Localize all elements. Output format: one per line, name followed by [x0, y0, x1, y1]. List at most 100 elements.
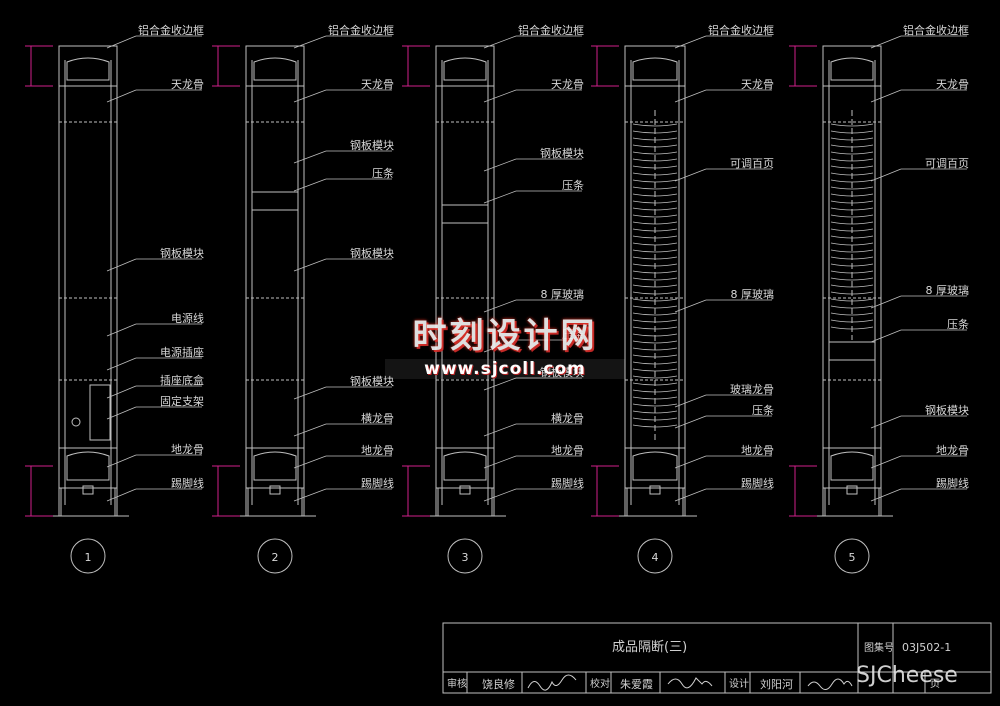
section-5-label-1: 铝合金收边框 [870, 23, 969, 49]
section-3-label-4: 压条 [483, 178, 584, 204]
section-1-label-text-7: 固定支架 [160, 394, 204, 408]
atlas-number: 03J502-1 [902, 641, 951, 654]
section-1-label-6: 插座底盒 [106, 373, 204, 399]
section-5-label-3: 可调百页 [870, 157, 969, 182]
section-3-label-5: 8 厚玻璃 [483, 287, 585, 313]
section-2-label-8: 地龙骨 [293, 444, 394, 469]
section-3-label-6: 压条 [483, 327, 584, 353]
section-2-label-4: 压条 [293, 166, 394, 192]
section-4-label-text-5: 玻璃龙骨 [730, 382, 774, 396]
check-name: 朱爱霞 [620, 678, 653, 691]
check-signature [667, 677, 713, 689]
section-1-label-text-3: 钢板模块 [160, 246, 204, 260]
section-2-label-3: 钢板模块 [293, 138, 394, 164]
section-1-circle [70, 538, 106, 574]
section-1-label-2: 天龙骨 [106, 78, 204, 103]
section-1-label-1: 铝合金收边框 [106, 23, 204, 49]
section-3-label-7: 钢板模块 [483, 365, 584, 391]
section-1-drawing: 1 [25, 45, 129, 574]
design-name: 刘阳河 [760, 678, 793, 691]
section-2-label-text-6: 钢板模块 [350, 374, 394, 388]
section-3-label-text-6: 压条 [562, 327, 584, 341]
section-2-label-9: 踢脚线 [293, 476, 394, 502]
section-2-label-text-4: 压条 [372, 166, 394, 180]
sheet-title: 成品隔断(三) [612, 640, 687, 655]
section-4-label-5: 玻璃龙骨 [674, 382, 774, 408]
watermark-url: www.sjcoll.com [385, 359, 625, 379]
section-1-label-text-4: 电源线 [171, 311, 204, 325]
section-2-label-6: 钢板模块 [293, 374, 394, 400]
section-2-label-text-7: 横龙骨 [361, 411, 394, 425]
section-1-label-3: 钢板模块 [106, 246, 204, 272]
section-5-label-text-8: 踢脚线 [936, 476, 969, 490]
section-2-label-text-5: 钢板模块 [350, 246, 394, 260]
title-block: 成品隔断(三) 图集号 03J502-1 审核 饶良修 校对 朱爱霞 设计 刘阳… [442, 622, 992, 694]
section-5-label-text-7: 地龙骨 [936, 444, 969, 457]
section-1-label-8: 地龙骨 [106, 443, 204, 468]
section-4-label-2: 天龙骨 [674, 78, 774, 103]
section-2-label-5: 钢板模块 [293, 246, 394, 272]
section-5-label-text-1: 铝合金收边框 [903, 23, 969, 37]
section-5-label-text-2: 天龙骨 [936, 78, 969, 91]
section-1-label-7: 固定支架 [106, 394, 204, 420]
section-5-label-text-5: 压条 [947, 317, 969, 331]
section-5-label-7: 地龙骨 [870, 444, 969, 469]
section-4-label-text-8: 踢脚线 [741, 476, 774, 490]
section-5-label-text-6: 钢板模块 [925, 403, 969, 417]
section-1-label-text-1: 铝合金收边框 [138, 23, 204, 37]
section-1-label-text-2: 天龙骨 [171, 78, 204, 91]
section-2-label-1: 铝合金收边框 [293, 23, 394, 49]
watermark-text: 时刻设计网 [412, 316, 598, 356]
section-5-number: 5 [849, 551, 856, 564]
section-4-label-text-3: 可调百页 [730, 157, 774, 170]
section-4-label-text-4: 8 厚玻璃 [731, 287, 775, 301]
design-signature [807, 678, 853, 690]
section-1-label-text-5: 电源插座 [160, 345, 204, 359]
section-4-drawing: 4 [591, 45, 697, 574]
section-5-drawing: 5 [789, 45, 893, 574]
section-3-label-text-2: 天龙骨 [551, 78, 584, 91]
section-3-label-text-7: 钢板模块 [540, 365, 584, 379]
atlas-label: 图集号 [864, 641, 894, 654]
section-5-label-4: 8 厚玻璃 [870, 283, 969, 309]
section-5-label-8: 踢脚线 [870, 476, 969, 502]
section-4-label-4: 8 厚玻璃 [674, 287, 775, 313]
section-3-label-text-4: 压条 [562, 178, 584, 192]
section-3-label-2: 天龙骨 [483, 78, 584, 103]
section-3-circle [447, 538, 483, 574]
section-2-label-text-1: 铝合金收边框 [328, 23, 394, 37]
section-4-number: 4 [652, 551, 659, 564]
section-1-number: 1 [85, 551, 92, 564]
section-4-label-text-7: 地龙骨 [741, 444, 774, 457]
section-4-label-8: 踢脚线 [674, 476, 774, 502]
section-5-label-2: 天龙骨 [870, 78, 969, 103]
section-3-label-text-9: 地龙骨 [551, 444, 584, 457]
section-4-label-7: 地龙骨 [674, 444, 774, 469]
brand-logo: SJCheese [856, 663, 958, 688]
section-3-label-text-5: 8 厚玻璃 [541, 287, 585, 301]
section-1-label-4: 电源线 [106, 311, 204, 337]
section-1-label-text-9: 踢脚线 [171, 476, 204, 490]
section-1-label-5: 电源插座 [106, 345, 204, 371]
section-4-label-text-6: 压条 [752, 403, 774, 417]
section-3-label-text-3: 钢板模块 [540, 146, 584, 160]
review-name: 饶良修 [482, 677, 515, 691]
section-2-drawing: 2 [212, 45, 316, 574]
section-2-circle [257, 538, 293, 574]
section-2-label-text-3: 钢板模块 [350, 138, 394, 152]
section-2-label-text-2: 天龙骨 [361, 78, 394, 91]
section-1-label-text-8: 地龙骨 [171, 443, 204, 456]
section-3-label-text-8: 横龙骨 [551, 411, 584, 425]
section-3-label-3: 钢板模块 [483, 146, 584, 172]
section-2-label-7: 横龙骨 [293, 411, 394, 437]
design-label: 设计 [729, 677, 749, 690]
section-5-label-6: 钢板模块 [870, 403, 969, 429]
section-3-label-text-10: 踢脚线 [551, 476, 584, 490]
section-4-label-text-1: 铝合金收边框 [708, 23, 774, 37]
section-3-label-text-1: 铝合金收边框 [518, 23, 584, 37]
section-3-label-1: 铝合金收边框 [483, 23, 584, 49]
section-3-label-8: 横龙骨 [483, 411, 584, 437]
section-2-label-text-9: 踢脚线 [361, 476, 394, 490]
watermark: 时刻设计网 www.sjcoll.com [385, 308, 625, 379]
